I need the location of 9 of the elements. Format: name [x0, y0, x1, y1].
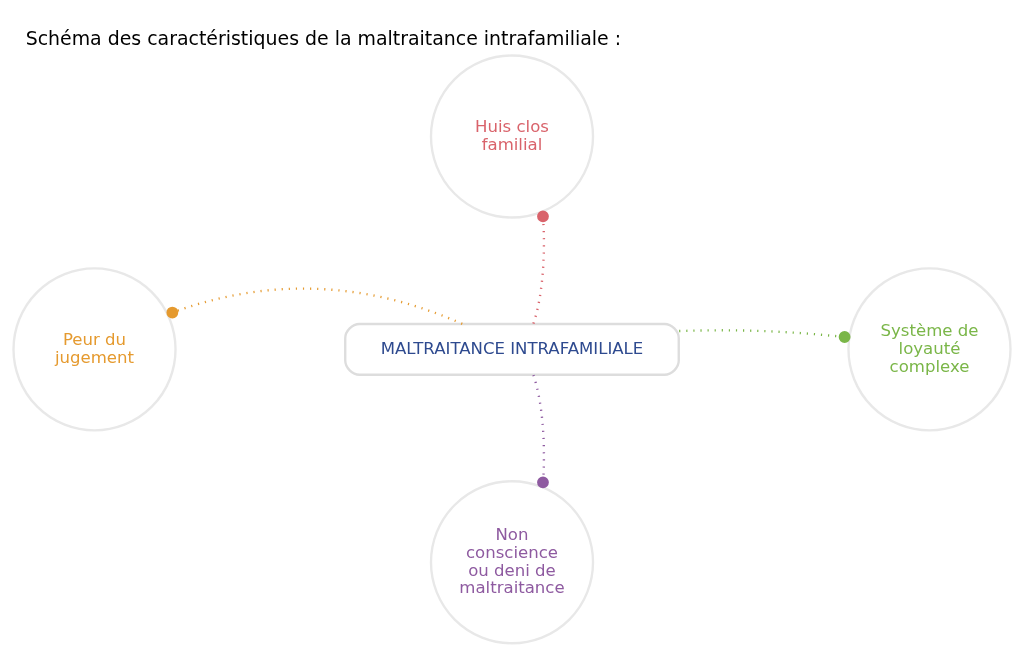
- connector: [679, 329, 851, 343]
- connector: [532, 374, 549, 489]
- diagram-title: Schéma des caractéristiques de la maltraitance intrafamiliale :: [25, 26, 622, 49]
- node-circle: Non conscience ou deni de maltraitance: [429, 480, 595, 645]
- connector: [532, 210, 549, 324]
- node-circle: Système de loyauté complexe: [847, 267, 1012, 432]
- connector: [166, 287, 463, 325]
- node-circle: Huis clos familial: [429, 54, 595, 219]
- node-box: MALTRAITANCE INTRAFAMILIALE: [344, 322, 680, 376]
